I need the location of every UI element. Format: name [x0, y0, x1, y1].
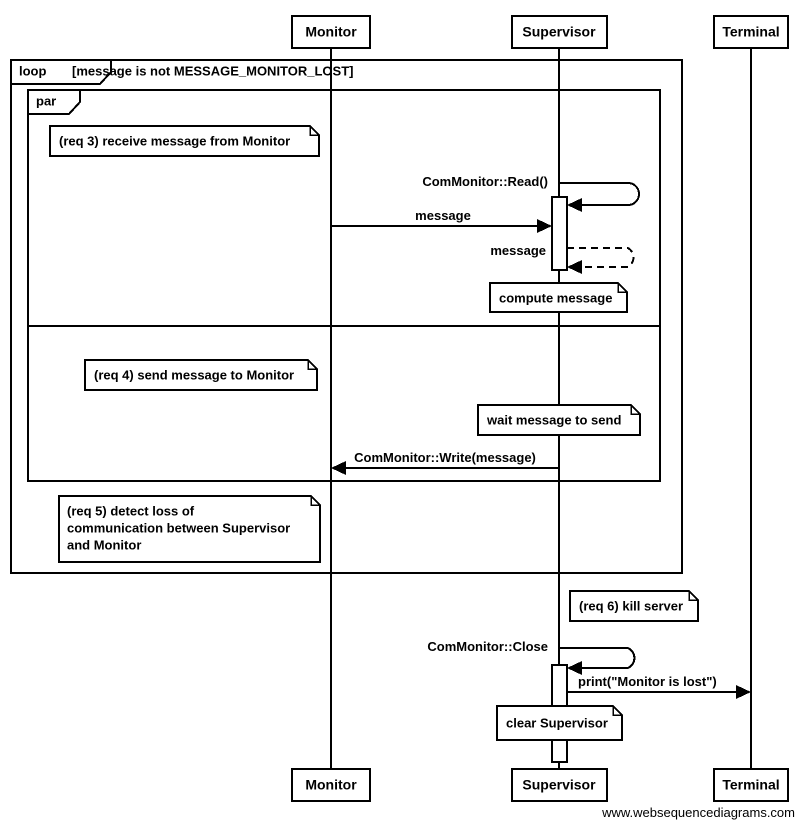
msg-commonitor-read-line: [559, 182, 640, 206]
msg-print-monitor-lost: print("Monitor is lost"): [567, 674, 751, 699]
note-req4-fold: [307, 360, 317, 370]
actor-label-terminal-top: Terminal: [722, 24, 779, 40]
actor-boxes-top: Monitor Supervisor Terminal: [291, 15, 789, 49]
note-req3-fold: [309, 126, 319, 136]
actor-label-monitor-top: Monitor: [305, 24, 357, 40]
par-frame-border: [27, 89, 661, 482]
note-req5-line-3: and Monitor: [67, 537, 141, 552]
actor-boxes-bottom: Monitor Supervisor Terminal: [291, 768, 789, 802]
note-compute-message-fold: [617, 283, 627, 293]
note-req5: (req 5) detect loss of communication bet…: [58, 495, 321, 563]
msg-commonitor-close-label: ComMonitor::Close: [427, 639, 548, 654]
note-clear-supervisor-fold: [612, 706, 622, 716]
actor-box-terminal-bottom[interactable]: [713, 768, 789, 802]
note-req6-box: [569, 590, 699, 622]
note-req5-box: [58, 495, 321, 563]
note-req4: (req 4) send message to Monitor: [84, 359, 318, 391]
footer-credit: www.websequencediagrams.com: [601, 805, 795, 820]
msg-message-in-label: message: [415, 208, 471, 223]
note-wait-message-text: wait message to send: [486, 412, 621, 427]
actor-label-monitor-bottom: Monitor: [305, 777, 357, 793]
activation-supervisor-close: [551, 664, 568, 711]
note-clear-supervisor: clear Supervisor: [496, 705, 623, 741]
msg-commonitor-close-arrowhead: [567, 661, 582, 675]
msg-message-in: message: [331, 208, 552, 233]
note-req5-line-1: (req 5) detect loss of: [67, 503, 195, 518]
actor-label-supervisor-bottom: Supervisor: [522, 777, 596, 793]
activation-supervisor-clear: [551, 739, 568, 763]
note-req4-text: (req 4) send message to Monitor: [94, 367, 294, 382]
actor-label-terminal-bottom: Terminal: [722, 777, 779, 793]
note-compute-message-box: [489, 282, 628, 313]
note-req5-line-2: communication between Supervisor: [67, 520, 290, 535]
par-frame-tab-label: par: [36, 93, 56, 108]
par-frame: par: [27, 89, 661, 482]
msg-commonitor-read-label: ComMonitor::Read(): [422, 174, 548, 189]
activation-supervisor-read: [551, 196, 568, 271]
note-req4-box: [84, 359, 318, 391]
loop-frame-tab-label: loop: [19, 63, 46, 78]
actor-box-monitor-top[interactable]: [291, 15, 371, 49]
actor-box-monitor-bottom[interactable]: [291, 768, 371, 802]
msg-print-monitor-lost-label: print("Monitor is lost"): [578, 674, 717, 689]
note-req3-text: (req 3) receive message from Monitor: [59, 133, 290, 148]
msg-commonitor-write-arrowhead: [331, 461, 346, 475]
note-req6: (req 6) kill server: [569, 590, 699, 622]
msg-commonitor-write: ComMonitor::Write(message): [331, 450, 559, 475]
msg-print-monitor-lost-arrowhead: [736, 685, 751, 699]
note-clear-supervisor-box: [496, 705, 623, 741]
msg-message-return: message: [490, 243, 635, 274]
msg-message-return-arrowhead: [567, 260, 582, 274]
msg-message-in-arrowhead: [537, 219, 552, 233]
msg-message-return-line: [567, 247, 635, 268]
note-wait-message-fold: [630, 405, 640, 415]
note-compute-message: compute message: [489, 282, 628, 313]
par-frame-tab-shape: [27, 89, 81, 115]
msg-commonitor-close-line: [559, 647, 636, 669]
note-req5-fold: [310, 496, 320, 506]
loop-frame: loop [message is not MESSAGE_MONITOR_LOS…: [10, 59, 683, 574]
note-req6-fold: [688, 591, 698, 601]
note-req3-box: [49, 125, 320, 157]
msg-commonitor-write-label: ComMonitor::Write(message): [354, 450, 536, 465]
note-wait-message: wait message to send: [477, 404, 641, 436]
msg-commonitor-read: ComMonitor::Read(): [422, 174, 640, 212]
msg-message-return-label: message: [490, 243, 546, 258]
note-wait-message-box: [477, 404, 641, 436]
actor-label-supervisor-top: Supervisor: [522, 24, 596, 40]
note-clear-supervisor-text: clear Supervisor: [506, 715, 608, 730]
note-req6-text: (req 6) kill server: [579, 598, 683, 613]
msg-commonitor-close: ComMonitor::Close: [427, 639, 636, 675]
loop-frame-border: [10, 59, 683, 574]
actor-box-terminal-top[interactable]: [713, 15, 789, 49]
msg-commonitor-read-arrowhead: [567, 198, 582, 212]
loop-frame-guard: [message is not MESSAGE_MONITOR_LOST]: [72, 63, 353, 78]
note-compute-message-text: compute message: [499, 290, 612, 305]
loop-frame-tab-shape: [10, 59, 112, 85]
actor-box-supervisor-top[interactable]: [511, 15, 608, 49]
note-req3: (req 3) receive message from Monitor: [49, 125, 320, 157]
actor-box-supervisor-bottom[interactable]: [511, 768, 608, 802]
